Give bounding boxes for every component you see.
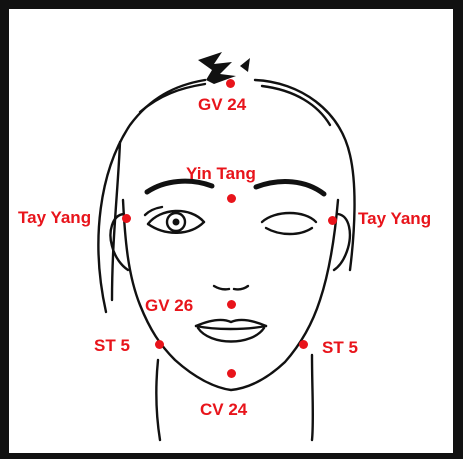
tay-yang-right-point-dot: [328, 216, 337, 225]
tay-yang-left-label: Tay Yang: [18, 209, 91, 226]
cv24-label: CV 24: [200, 401, 247, 418]
tay-yang-left-point-dot: [122, 214, 131, 223]
yin-tang-label: Yin Tang: [186, 165, 256, 182]
gv26-point-dot: [227, 300, 236, 309]
st5-right-label: ST 5: [322, 339, 358, 356]
st5-right-point-dot: [299, 340, 308, 349]
gv24-point-dot: [226, 79, 235, 88]
yin-tang-point-dot: [227, 194, 236, 203]
gv26-label: GV 26: [145, 297, 193, 314]
cv24-point-dot: [227, 369, 236, 378]
gv24-label: GV 24: [198, 96, 246, 113]
st5-left-label: ST 5: [94, 337, 130, 354]
tay-yang-right-label: Tay Yang: [358, 210, 431, 227]
st5-left-point-dot: [155, 340, 164, 349]
